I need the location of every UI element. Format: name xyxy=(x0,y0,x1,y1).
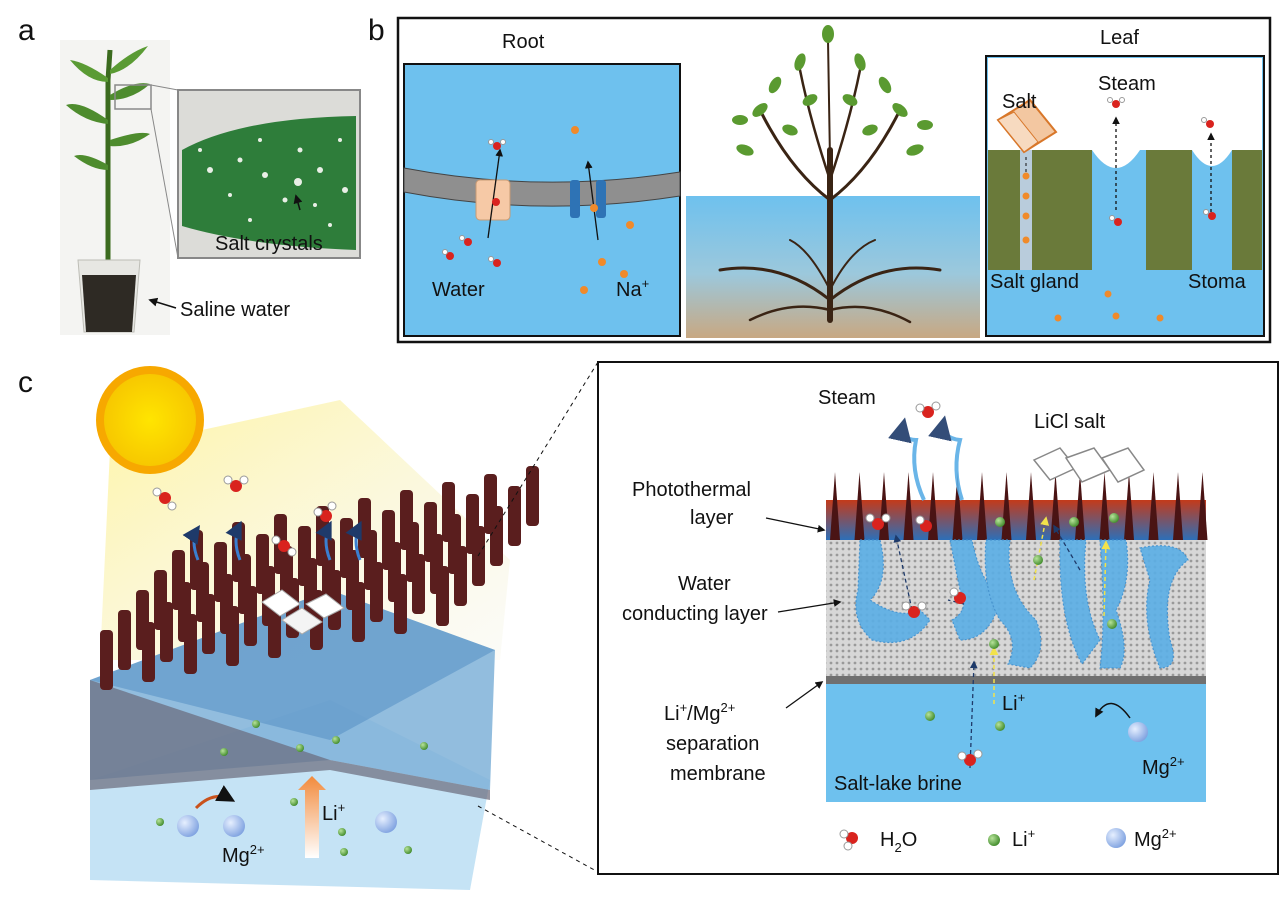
water-cond-arrow xyxy=(777,599,842,613)
zoom-line-top xyxy=(150,84,179,91)
sun-icon xyxy=(96,366,204,474)
leaf-title: Leaf xyxy=(1100,27,1139,49)
vapour-arrows-3d xyxy=(182,520,362,561)
salt-gland-label: Salt gland xyxy=(990,271,1079,293)
photothermal-pillars xyxy=(100,466,539,690)
photothermal-label-1: Photothermal xyxy=(632,479,751,501)
pillar xyxy=(400,490,413,550)
tree-leaves xyxy=(732,25,933,156)
legend-mg-label: Mg2+ xyxy=(1134,826,1177,851)
plant-photo xyxy=(60,40,170,335)
photothermal-spike xyxy=(1026,472,1036,540)
pillar xyxy=(466,494,479,554)
panel-a-letter: a xyxy=(18,14,35,47)
photothermal-arrow xyxy=(765,517,826,533)
li-up-arrow-3d xyxy=(298,776,326,858)
pillar xyxy=(100,630,113,690)
mg-label-3d: Mg2+ xyxy=(222,842,265,867)
leaf-subpanel: Leaf xyxy=(985,27,1265,337)
photothermal-spike xyxy=(1197,472,1208,540)
pillar xyxy=(214,542,227,602)
water-molecules-root xyxy=(442,139,506,267)
pillar xyxy=(382,510,395,570)
licl-salt-label: LiCl salt xyxy=(1034,411,1106,433)
pillar xyxy=(508,486,521,546)
photothermal-spike xyxy=(903,472,914,540)
photothermal-spike xyxy=(830,472,840,540)
tree-trunk-roots xyxy=(718,39,942,324)
pillar xyxy=(526,466,539,526)
legend-h2o-icon xyxy=(839,829,858,851)
legend: H2O Li+ Mg2+ xyxy=(839,826,1177,855)
na-label: Na+ xyxy=(616,276,649,301)
na-ions-leaf xyxy=(1022,172,1164,322)
steam-label-detail: Steam xyxy=(818,387,876,409)
water-molecules-leaf xyxy=(1107,97,1216,226)
separation-label-2: separation xyxy=(666,733,759,755)
photothermal-spike xyxy=(854,472,865,540)
stoma-label: Stoma xyxy=(1188,271,1247,293)
li-label-3d: Li+ xyxy=(322,800,345,825)
pillar xyxy=(172,550,185,610)
pillar xyxy=(118,610,131,670)
detail-cross-section xyxy=(826,401,1208,802)
panel-c: c xyxy=(18,361,1279,890)
panel-b-letter: b xyxy=(368,14,385,47)
pillar xyxy=(256,534,269,594)
salt-crystals-label: Salt crystals xyxy=(215,233,323,255)
device-3d-block xyxy=(90,590,495,890)
pillar xyxy=(136,590,149,650)
zoom-dash-top xyxy=(477,361,599,557)
zoom-line-bottom xyxy=(150,108,179,259)
pillar xyxy=(298,526,311,586)
water-label: Water xyxy=(432,279,485,301)
mg-reject-arrow-3d xyxy=(194,785,236,810)
pillar xyxy=(358,498,371,558)
photothermal-spike xyxy=(1124,472,1134,540)
separation-label-1: Li+/Mg2+ xyxy=(664,700,735,725)
pillar xyxy=(424,502,437,562)
mg-label-detail: Mg2+ xyxy=(1142,754,1185,779)
separation-label-3: membrane xyxy=(670,763,766,785)
panel-c-letter: c xyxy=(18,366,33,399)
photothermal-spike xyxy=(977,472,987,540)
ions-3d xyxy=(156,720,428,856)
water-molecules-3d xyxy=(152,475,337,557)
steam-label-leaf: Steam xyxy=(1098,73,1156,95)
separation-arrow xyxy=(785,681,824,709)
na-ions-root xyxy=(571,126,634,294)
root-subpanel: Root Water Na+ xyxy=(403,31,681,337)
salt-cube xyxy=(996,98,1058,154)
photothermal-label-2: layer xyxy=(690,507,734,529)
pillar xyxy=(154,570,167,630)
panel-a: a xyxy=(18,14,361,335)
salt-label: Salt xyxy=(1002,91,1037,113)
salt-lake-brine-label: Salt-lake brine xyxy=(834,773,962,795)
root-title: Root xyxy=(502,31,545,53)
tree-subpanel xyxy=(686,25,980,338)
photothermal-spike xyxy=(952,472,963,540)
zoom-dash-bottom xyxy=(477,805,599,873)
water-cond-label-2: conducting layer xyxy=(622,603,768,625)
photothermal-spike xyxy=(1173,472,1183,540)
photothermal-spike xyxy=(1050,472,1061,540)
legend-mg-icon xyxy=(1106,828,1126,848)
photothermal-spike xyxy=(1148,472,1159,540)
legend-li-label: Li+ xyxy=(1012,826,1035,851)
pillar xyxy=(340,518,353,578)
licl-salt-cubes-3d xyxy=(261,589,345,635)
legend-li-icon xyxy=(988,834,1000,846)
legend-h2o-label: H2O xyxy=(880,829,917,855)
li-label-detail: Li+ xyxy=(1002,690,1025,715)
saline-water-label: Saline water xyxy=(180,299,290,321)
photothermal-spike xyxy=(1099,472,1110,540)
water-cond-label-1: Water xyxy=(678,573,731,595)
leaf-zoom-photo xyxy=(177,89,361,259)
saline-arrow xyxy=(148,297,177,309)
pillar xyxy=(442,482,455,542)
pillar xyxy=(484,474,497,534)
panel-b: b Root Water Na+ xyxy=(368,14,1272,344)
